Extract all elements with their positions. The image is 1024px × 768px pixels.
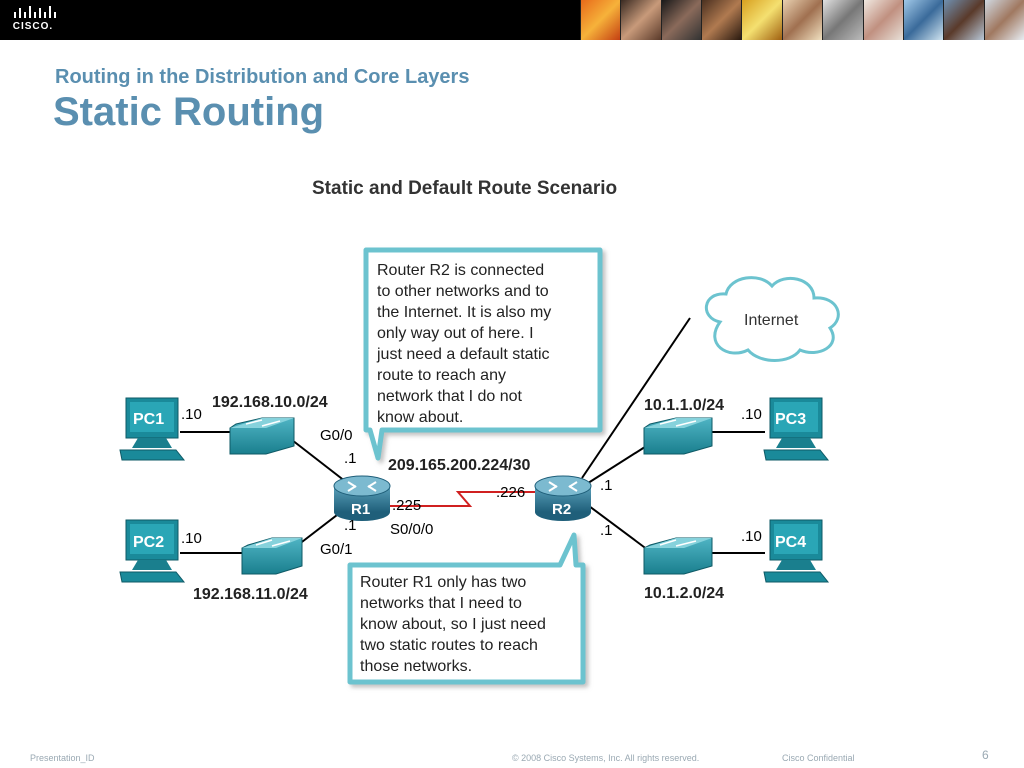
header-photo <box>701 0 742 40</box>
cisco-logo-text: CISCO. <box>12 21 54 32</box>
r1-serial-host-label: .225 <box>392 497 421 514</box>
header-photo <box>620 0 661 40</box>
callout-r2-line: only way out of here. I <box>377 325 534 342</box>
pc2-label: PC2 <box>133 534 164 551</box>
header-photo <box>902 0 944 40</box>
diagram-heading: Static and Default Route Scenario <box>312 178 617 199</box>
pc3-host-label: .10 <box>741 406 762 423</box>
internet-cloud-icon <box>704 276 840 362</box>
footer-presentation-id: Presentation_ID <box>30 753 95 763</box>
slide-subtitle: Routing in the Distribution and Core Lay… <box>55 66 470 88</box>
pc4-label: PC4 <box>775 534 806 551</box>
router-r2-icon <box>534 475 592 521</box>
callout-r1-line: those networks. <box>360 658 472 675</box>
pc2-icon <box>119 519 186 583</box>
slide-title: Static Routing <box>53 90 325 134</box>
header-photo <box>781 0 823 40</box>
serial-network-label: 209.165.200.224/30 <box>388 457 530 474</box>
network-label-pc2: 192.168.11.0/24 <box>193 586 308 603</box>
header-photo <box>580 0 621 40</box>
r1-g00-host-label: .1 <box>344 450 357 467</box>
page-number: 6 <box>982 748 989 762</box>
header-photo <box>862 0 903 40</box>
pc1-label: PC1 <box>133 411 164 428</box>
callout-r1-line: two static routes to reach <box>360 637 538 654</box>
r2-serial-host-label: .226 <box>496 484 525 501</box>
pc3-icon <box>763 397 830 461</box>
switch-pc2-lan-icon <box>241 537 303 575</box>
header-photo <box>983 0 1024 40</box>
network-label-pc3: 10.1.1.0/24 <box>644 397 724 414</box>
pc3-label: PC3 <box>775 411 806 428</box>
pc2-host-label: .10 <box>181 530 202 547</box>
header-photo <box>822 0 863 40</box>
callout-r2-line: just need a default static <box>376 346 550 363</box>
header-bar: CISCO. <box>0 0 1024 40</box>
callout-r1-line: Router R1 only has two <box>360 574 526 591</box>
callout-r2-line: know about. <box>377 409 463 426</box>
router-r2-label: R2 <box>552 501 571 518</box>
footer-copyright: © 2008 Cisco Systems, Inc. All rights re… <box>512 753 700 763</box>
serial-link <box>388 491 545 507</box>
switch-pc3-lan-icon <box>643 417 713 455</box>
callout-r1-box <box>347 532 586 685</box>
pc4-host-label: .10 <box>741 528 762 545</box>
r2-bottom-host-label: .1 <box>600 522 613 539</box>
callout-r2-box <box>363 247 603 461</box>
callout-r2-line: to other networks and to <box>377 283 549 300</box>
link-r2-internet <box>581 317 691 479</box>
header-photo-strip <box>580 0 1024 40</box>
network-links <box>180 317 765 554</box>
network-label-pc4: 10.1.2.0/24 <box>644 585 724 602</box>
r1-g01-label: G0/1 <box>320 541 353 558</box>
r1-g01-host-label: .1 <box>344 517 357 534</box>
pc1-icon <box>119 397 186 461</box>
link-r2-switch3 <box>584 444 649 486</box>
link-r2-switch4 <box>584 502 653 554</box>
cisco-logo <box>14 6 56 18</box>
switch-pc1-lan-icon <box>229 417 295 455</box>
header-photo <box>741 0 782 40</box>
r2-top-host-label: .1 <box>600 477 613 494</box>
internet-label: Internet <box>744 312 799 329</box>
pc4-icon <box>763 519 830 583</box>
callout-r2-line: the Internet. It is also my <box>377 304 551 321</box>
header-photo <box>943 0 984 40</box>
router-r1-icon <box>333 475 391 521</box>
callout-r2-line: network that I do not <box>377 388 523 405</box>
r1-g00-label: G0/0 <box>320 427 353 444</box>
callout-r2-line: route to reach any <box>377 367 506 384</box>
r1-serial-interface-label: S0/0/0 <box>390 521 433 538</box>
pc1-host-label: .10 <box>181 406 202 423</box>
header-photo <box>660 0 702 40</box>
footer-confidential: Cisco Confidential <box>782 753 855 763</box>
callout-r1-line: networks that I need to <box>360 595 522 612</box>
callout-r1-line: know about, so I just need <box>360 616 546 633</box>
router-r1-label: R1 <box>351 501 370 518</box>
callout-r2-line: Router R2 is connected <box>377 262 544 279</box>
link-switch1-r1 <box>291 439 351 486</box>
network-label-pc1: 192.168.10.0/24 <box>212 394 328 411</box>
switch-pc4-lan-icon <box>643 537 713 575</box>
